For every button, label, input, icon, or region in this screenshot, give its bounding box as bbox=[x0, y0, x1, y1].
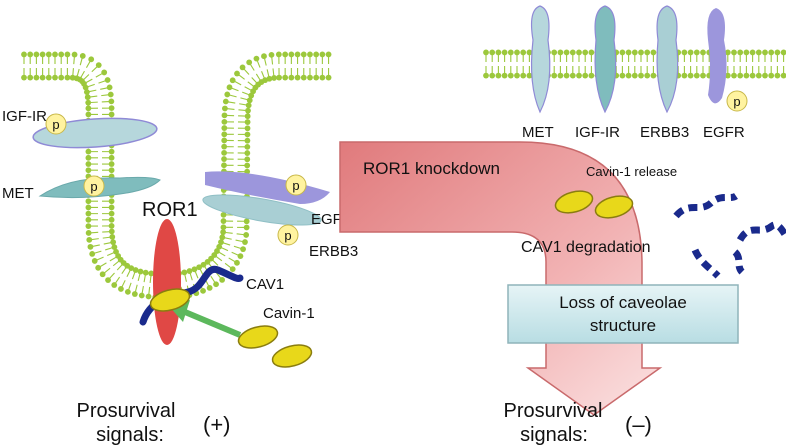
egfr-receptor-right bbox=[707, 8, 727, 104]
svg-text:p: p bbox=[52, 117, 59, 132]
degraded-cav1-fragments bbox=[673, 192, 786, 279]
signals-label-left-line1: Prosurvival bbox=[77, 400, 176, 422]
signals-label-right-line2: signals: bbox=[520, 424, 588, 446]
signals-label-left-line2: signals: bbox=[96, 424, 164, 446]
svg-text:p: p bbox=[284, 228, 291, 243]
label-egfr-right: EGFR bbox=[703, 124, 745, 141]
label-cav1: CAV1 bbox=[246, 276, 284, 293]
label-igf-ir-right: IGF-IR bbox=[575, 124, 620, 141]
label-cav1-degradation: CAV1 degradation bbox=[521, 239, 651, 256]
label-cavin-1-left: Cavin-1 bbox=[263, 305, 315, 322]
phospho-egfr-right: p bbox=[726, 90, 748, 112]
met-receptor-right bbox=[530, 5, 551, 114]
label-met-right: MET bbox=[522, 124, 554, 141]
label-ror1: ROR1 bbox=[142, 199, 198, 221]
svg-text:p: p bbox=[733, 94, 740, 109]
label-erbb3-left: ERBB3 bbox=[309, 243, 358, 260]
cavin-1-bound bbox=[149, 288, 191, 312]
knockdown-arrow bbox=[339, 141, 663, 416]
label-ror1-knockdown: ROR1 knockdown bbox=[363, 159, 500, 178]
svg-text:p: p bbox=[292, 178, 299, 193]
signals-sign-right: (–) bbox=[625, 412, 652, 437]
phospho-erbb3: p bbox=[277, 224, 299, 246]
caveolae-loss-box: Loss of caveolae structure bbox=[507, 284, 739, 344]
cavin-1-free-a bbox=[237, 325, 279, 349]
cavin-1-free-b bbox=[271, 344, 313, 368]
label-igf-ir-left: IGF-IR bbox=[2, 108, 47, 125]
signals-label-right-line1: Prosurvival bbox=[504, 400, 603, 422]
label-erbb3-right: ERBB3 bbox=[640, 124, 689, 141]
phospho-egfr: p bbox=[285, 174, 307, 196]
svg-text:p: p bbox=[90, 179, 97, 194]
box-line-2: structure bbox=[590, 316, 656, 335]
flat-membrane bbox=[483, 49, 786, 79]
phospho-igf-ir: p bbox=[45, 113, 67, 135]
erbb3-receptor bbox=[202, 194, 322, 226]
erbb3-receptor-right bbox=[656, 5, 679, 114]
box-line-1: Loss of caveolae bbox=[559, 293, 687, 312]
signals-sign-left: (+) bbox=[203, 412, 231, 437]
cavin-1-released-a bbox=[554, 190, 594, 214]
cavin-1-released-b bbox=[594, 195, 634, 219]
phospho-met: p bbox=[83, 175, 105, 197]
igf-ir-receptor-right bbox=[594, 5, 617, 114]
label-met-left: MET bbox=[2, 185, 34, 202]
ror1-receptor bbox=[153, 219, 181, 345]
egfr-receptor bbox=[205, 171, 330, 204]
label-cavin-1-release: Cavin-1 release bbox=[586, 164, 677, 179]
